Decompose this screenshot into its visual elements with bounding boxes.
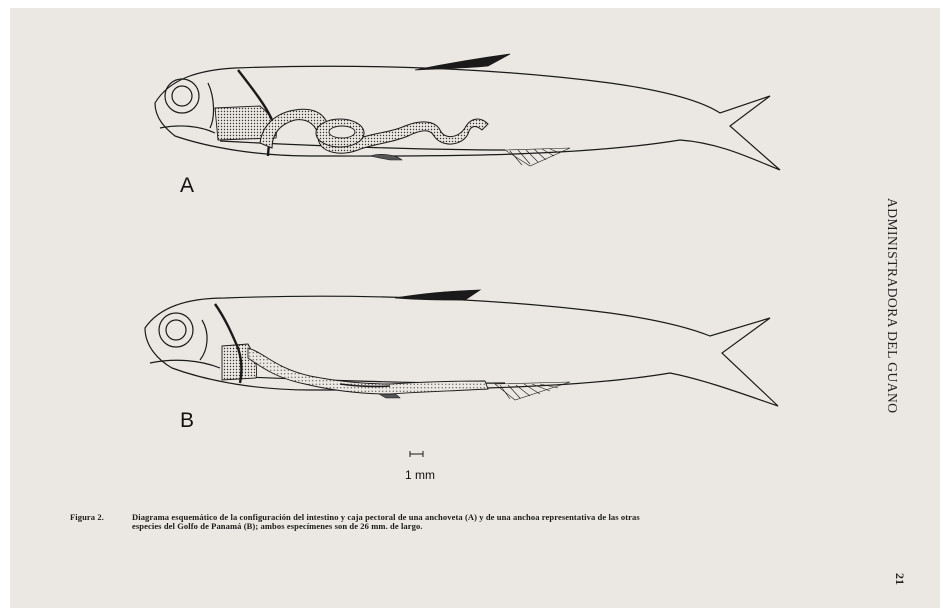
page-number: 21 (892, 573, 907, 585)
fish-b-label: B (180, 409, 194, 433)
caption-figure-number: Figura 2. (70, 513, 132, 522)
running-head: ADMINISTRADORA DEL GUANO (880, 198, 900, 414)
figure-caption: Figura 2.Diagrama esquemático de la conf… (70, 513, 850, 531)
fish-b-drawing (145, 290, 778, 406)
journal-page: A B 1 mm Figura 2.Diagrama esquemático d… (10, 8, 940, 608)
caption-line-2: especies del Golfo de Panamá (B); ambos … (70, 522, 850, 531)
scale-bar (410, 451, 423, 457)
fish-a-drawing (155, 54, 780, 170)
fish-a-label: A (180, 174, 194, 198)
scale-bar-label: 1 mm (405, 468, 435, 482)
